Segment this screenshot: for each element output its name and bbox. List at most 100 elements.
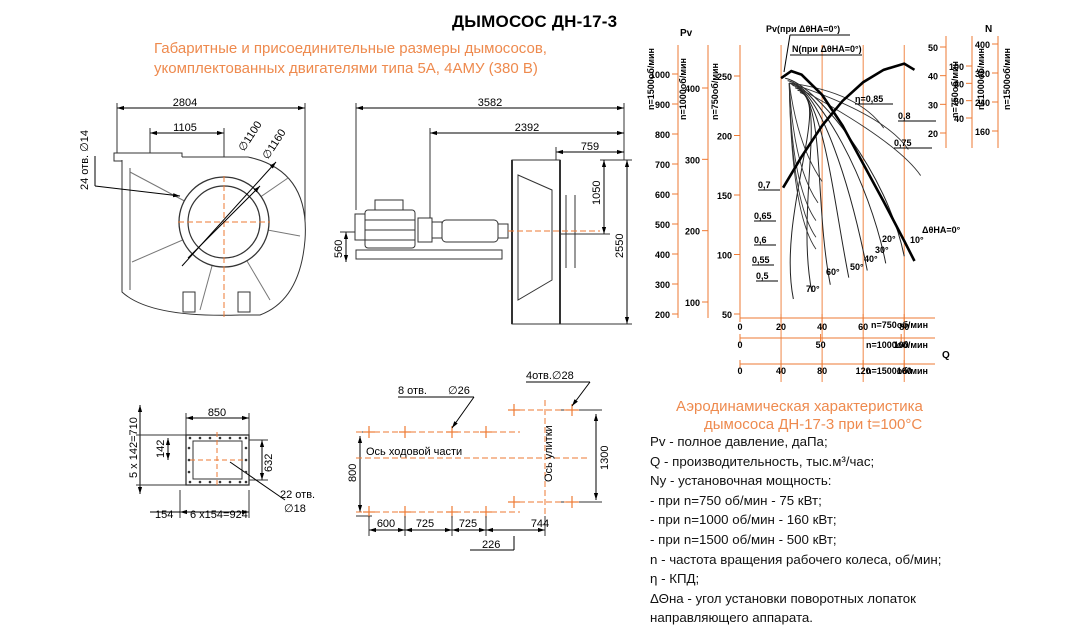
pv-tick-label: 50: [722, 310, 732, 320]
n-tick-label: 160: [975, 127, 990, 137]
label-running-axis: Ось ходовой части: [366, 446, 462, 458]
dim-3582: 3582: [478, 97, 502, 109]
n-curve: [781, 62, 916, 189]
page-title: ДЫМОСОС ДН-17-3: [452, 12, 618, 31]
n-axis-name: n=1000об/мин: [976, 48, 986, 110]
n-tick-label: 20: [928, 129, 938, 139]
dim-226: 226: [482, 539, 500, 551]
pv-tick-label: 250: [717, 72, 732, 82]
n-curve-label: N(при ΔθНА=0°): [792, 44, 862, 54]
angle-curve: [792, 84, 850, 278]
legend-item: - при n=1500 об/мин - 500 кВт;: [650, 531, 837, 547]
dim-1105: 1105: [173, 122, 197, 134]
efficiency-label: 0,75: [894, 138, 912, 148]
dim-2392: 2392: [515, 122, 539, 134]
q-tick-label: 80: [817, 366, 827, 376]
pv-tick-label: 500: [655, 220, 670, 230]
q-axis-name: n=750об/мин: [871, 320, 928, 330]
n-axis-name: n=750об/мин: [950, 61, 960, 118]
front-view: [94, 103, 306, 318]
pv-curve-label: Pv(при ΔθНА=0°): [766, 24, 840, 34]
angle-curve: [794, 87, 831, 285]
q-tick-label: 160: [897, 366, 912, 376]
dim-6x154: 6 x154=924: [190, 509, 248, 521]
efficiency-curve: [789, 82, 922, 176]
q-tick-label: 40: [776, 366, 786, 376]
label-dia-26: ∅26: [448, 385, 470, 397]
efficiency-curve: [788, 82, 817, 250]
dim-725-a: 725: [416, 518, 434, 530]
legend-item: Ny - установочная мощность:: [650, 473, 832, 489]
q-tick-label: 0: [737, 366, 742, 376]
aero-title-line-1: Аэродинамическая характеристика: [676, 398, 923, 415]
pv-axis-label: Pv: [680, 28, 693, 39]
legend-item: - при n=1000 об/мин - 160 кВт;: [650, 512, 837, 528]
efficiency-label: 0,5: [756, 271, 769, 281]
dim-800: 800: [347, 464, 359, 482]
pv-tick-label: 100: [685, 298, 700, 308]
angle-label: 10°: [910, 235, 924, 245]
efficiency-curve: [789, 82, 885, 129]
legend-item: n - частота вращения рабочего колеса, об…: [650, 551, 942, 567]
aero-title-line-2: дымососа ДН-17-3 при t=100°С: [704, 416, 923, 433]
q-axis-label: Q: [942, 350, 950, 361]
angle-curve: [785, 77, 905, 257]
pv-axis-name: n=750об/мин: [710, 63, 720, 120]
dim-759: 759: [581, 141, 599, 153]
pv-tick-label: 800: [655, 130, 670, 140]
n-axis-label: N: [985, 24, 992, 35]
efficiency-label: 0,8: [898, 111, 911, 121]
subtitle-line-2: укомплектованных двигателями типа 5А, 4А…: [154, 60, 538, 77]
label-volute-axis: Ось улитки: [543, 425, 555, 482]
subtitle-line-1: Габаритные и присоединительные размеры д…: [154, 40, 547, 57]
n-tick-label: 100: [949, 62, 964, 72]
pv-axis-name: n=1000об/мин: [678, 58, 688, 120]
dim-5x142: 5 x 142=710: [128, 417, 140, 478]
q-tick-label: 60: [858, 322, 868, 332]
pv-axis-name: n=1500об/мин: [646, 48, 656, 110]
dim-560: 560: [333, 240, 345, 258]
pv-tick-label: 400: [685, 84, 700, 94]
base-plan: [356, 381, 602, 551]
efficiency-curve: [788, 82, 823, 182]
legend-item: Pv - полное давление, даПа;: [650, 434, 828, 449]
pv-label-leader: [783, 34, 791, 73]
angle-label: 40°: [864, 254, 878, 264]
q-tick-label: 20: [776, 322, 786, 332]
angle-label: 50°: [850, 262, 864, 272]
angle-label: 30°: [875, 245, 889, 255]
q-tick-label: 50: [816, 340, 826, 350]
legend-item: η - КПД;: [650, 571, 700, 587]
label-24-holes: 24 отв. ∅14: [79, 130, 91, 190]
pv-tick-label: 700: [655, 160, 670, 170]
label-8-holes: 8 отв.: [398, 385, 427, 397]
label-22-holes: 22 отв.: [280, 489, 315, 501]
pv-tick-label: 200: [655, 310, 670, 320]
dim-154: 154: [155, 509, 173, 521]
n-tick-label: 320: [975, 69, 990, 79]
dim-2550: 2550: [614, 234, 626, 258]
dim-2804: 2804: [173, 97, 197, 109]
pv-tick-label: 300: [655, 280, 670, 290]
label-dia-18: ∅18: [284, 503, 306, 515]
q-tick-label: 100: [894, 340, 909, 350]
dim-dia-1100: ∅1100: [236, 119, 264, 153]
dim-850: 850: [208, 407, 226, 419]
dim-744: 744: [531, 518, 549, 530]
pv-tick-label: 300: [685, 155, 700, 165]
angle-label: 70°: [806, 284, 820, 294]
n-tick-label: 60: [954, 97, 964, 107]
dim-142: 142: [155, 440, 167, 458]
pv-tick-label: 200: [717, 132, 732, 142]
q-tick-label: 0: [737, 322, 742, 332]
n-tick-label: 80: [954, 79, 964, 89]
q-tick-label: 80: [899, 322, 909, 332]
efficiency-label: 0,6: [754, 235, 767, 245]
legend-item: - при n=750 об/мин - 75 кВт;: [650, 492, 822, 508]
dim-1050: 1050: [591, 181, 603, 205]
efficiency-label: η=0,85: [855, 94, 883, 104]
pv-tick-label: 600: [655, 190, 670, 200]
q-tick-label: 0: [737, 340, 742, 350]
angle-label: 20°: [882, 234, 896, 244]
flange-holes: [187, 436, 248, 484]
